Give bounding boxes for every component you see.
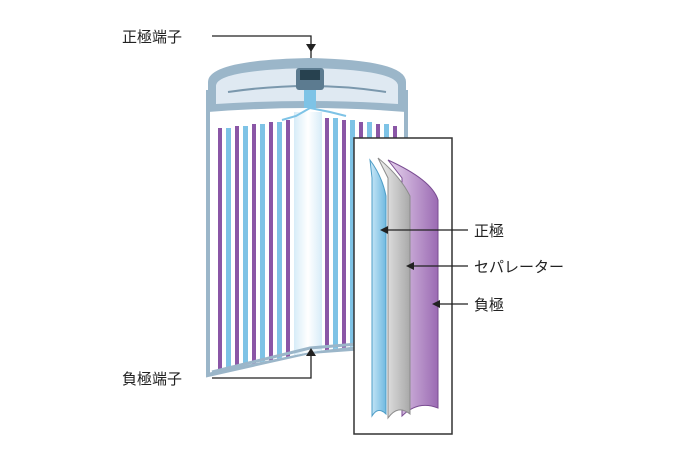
positive-electrode-layer <box>369 158 387 418</box>
detail-inset <box>353 137 453 435</box>
battery-cap <box>208 58 406 121</box>
leader-lines <box>212 35 468 379</box>
leader-negative-terminal <box>212 350 312 379</box>
label-positive-electrode: 正極 <box>474 222 505 240</box>
terminal-tab <box>304 90 316 108</box>
negative-electrode-layer <box>387 159 439 418</box>
leader-positive-terminal <box>212 35 312 58</box>
label-positive-terminal: 正極端子 <box>122 28 183 46</box>
separator-layer <box>377 157 411 420</box>
label-separator: セパレーター <box>474 258 565 276</box>
label-negative-electrode: 負極 <box>474 296 505 314</box>
label-negative-terminal: 負極端子 <box>122 370 183 388</box>
